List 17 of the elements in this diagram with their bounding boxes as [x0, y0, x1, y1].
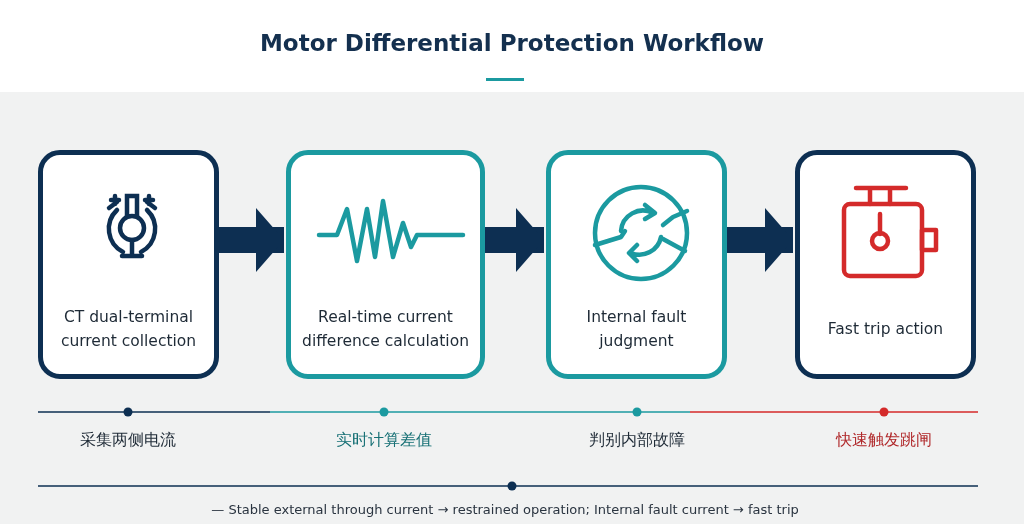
- process-box: [38, 150, 219, 379]
- step-caption: 实时计算差值: [336, 430, 432, 451]
- block-arrow: [219, 208, 284, 272]
- process-box: [286, 150, 485, 379]
- step-label: Fast trip action: [826, 319, 945, 340]
- title: Motor Differential Protection Workflow: [260, 30, 764, 56]
- process-box: [546, 150, 727, 379]
- process-box: [795, 150, 976, 379]
- note: — Stable external through current → restrained operation; Internal fault current → fast trip: [211, 502, 799, 517]
- block-arrow: [485, 208, 544, 272]
- step-label: Real-time current difference calculation: [301, 307, 470, 352]
- step-caption: 判别内部故障: [589, 430, 685, 451]
- step-label: Internal fault judgment: [585, 307, 688, 352]
- step-caption: 快速触发跳闸: [836, 430, 932, 451]
- step-caption: 采集两侧电流: [80, 430, 176, 451]
- step-label: CT dual-terminal current collection: [59, 307, 198, 352]
- block-arrow: [727, 208, 793, 272]
